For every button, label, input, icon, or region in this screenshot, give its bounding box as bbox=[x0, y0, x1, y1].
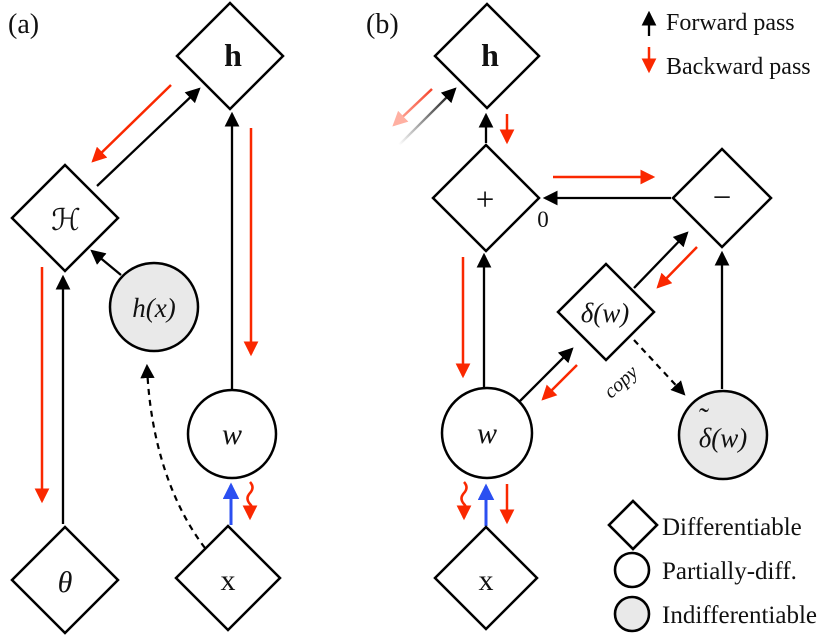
edge-w-to-delta-forward bbox=[517, 347, 574, 404]
legend-partially-diff-label: Partially-diff. bbox=[662, 558, 797, 585]
node-w-a-label: w bbox=[222, 418, 242, 451]
node-H-script-label: ℋ bbox=[51, 203, 81, 238]
node-minus-diamond bbox=[671, 147, 773, 249]
edge-x-to-hx-dashed bbox=[140, 363, 206, 549]
node-x-a-diamond bbox=[174, 524, 282, 632]
node-h-a-diamond bbox=[175, 1, 285, 111]
edge-faded-forward-into-h bbox=[398, 87, 457, 146]
legend-diamond-icon bbox=[607, 499, 659, 551]
edge-w-to-x-squiggly-backward-b bbox=[456, 481, 472, 521]
legend-indifferentiable-label: Indifferentiable bbox=[662, 602, 817, 629]
panel-a-label: (a) bbox=[8, 9, 39, 40]
legend-differentiable-label: Differentiable bbox=[662, 514, 802, 541]
node-theta-label: θ bbox=[58, 566, 73, 599]
legend-circle-icon bbox=[613, 551, 651, 589]
edge-delta-to-minus-forward bbox=[633, 231, 689, 289]
node-w-b-label: w bbox=[477, 417, 497, 450]
legend-backward-pass-label: Backward pass bbox=[666, 54, 811, 80]
legend-forward-pass-label: Forward pass bbox=[666, 10, 795, 36]
node-plus-diamond bbox=[431, 143, 541, 253]
node-theta-diamond bbox=[10, 525, 120, 635]
node-h-of-x-circle bbox=[108, 261, 200, 353]
node-delta-tilde-mark: ˜ bbox=[699, 402, 709, 435]
node-w-b-circle bbox=[440, 386, 534, 480]
node-h-b-label: h bbox=[481, 37, 499, 73]
node-delta-w-label: δ(w) bbox=[581, 298, 630, 328]
edge-hx-to-H-forward bbox=[90, 249, 122, 276]
panel-b-label: (b) bbox=[366, 9, 399, 40]
edge-h-to-H-backward bbox=[91, 84, 172, 163]
node-h-a-label: h bbox=[224, 37, 242, 73]
node-x-b-diamond bbox=[433, 525, 539, 631]
node-H-script-diamond bbox=[10, 163, 120, 273]
edge-delta-to-w-backward bbox=[541, 364, 578, 401]
node-w-a-circle bbox=[186, 388, 278, 480]
node-h-of-x-label: h(x) bbox=[132, 293, 175, 323]
node-plus-label: + bbox=[476, 182, 495, 218]
node-delta-tilde-circle bbox=[677, 389, 769, 481]
node-minus-label: − bbox=[713, 180, 732, 216]
edge-w-to-x-squiggly-backward bbox=[242, 481, 258, 521]
edge-delta-copy-to-deltatilde bbox=[633, 339, 686, 396]
node-h-b-diamond bbox=[433, 2, 541, 110]
edge-H-to-h-forward bbox=[96, 87, 201, 187]
node-x-b-label: x bbox=[479, 564, 494, 597]
edge-faded-backward-from-h bbox=[392, 88, 433, 127]
zero-label: 0 bbox=[537, 207, 549, 232]
copy-label: copy bbox=[600, 361, 643, 403]
edge-minus-to-delta-backward bbox=[656, 246, 698, 289]
node-delta-tilde-label: δ(w) bbox=[699, 423, 748, 453]
legend-gray-circle-icon bbox=[613, 595, 651, 633]
node-delta-w-diamond bbox=[556, 262, 656, 362]
node-x-a-label: x bbox=[221, 564, 236, 597]
